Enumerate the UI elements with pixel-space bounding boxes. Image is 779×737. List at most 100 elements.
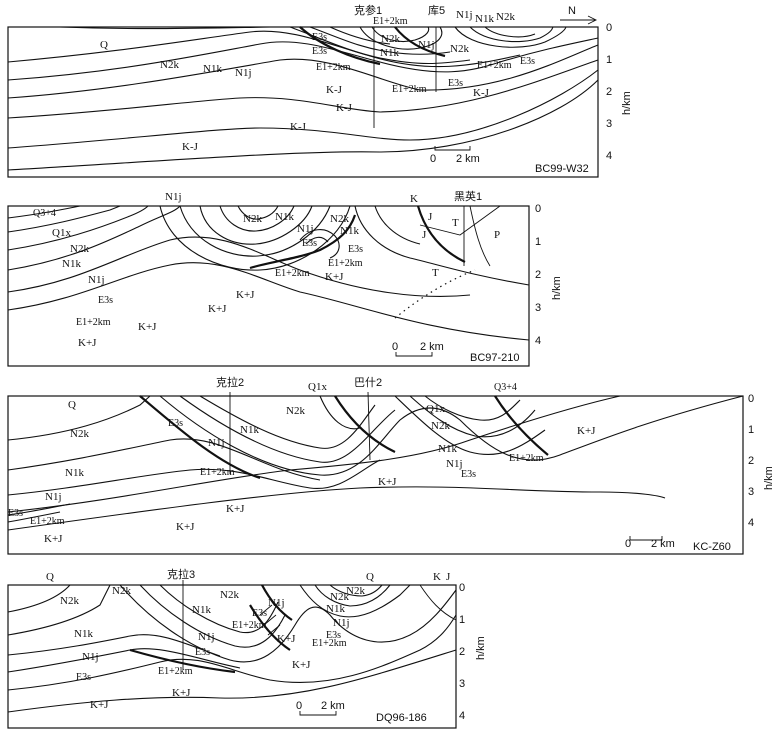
svg-text:N2k: N2k [70, 428, 89, 440]
svg-text:K+J: K+J [277, 633, 296, 645]
section-frame [7, 584, 457, 729]
label-N1j: N1j [418, 39, 435, 51]
svg-text:N1j: N1j [208, 437, 225, 449]
label-KJ: K-J [290, 121, 307, 133]
svg-text:T: T [432, 267, 439, 279]
svg-text:1: 1 [459, 614, 465, 626]
svg-text:N1k: N1k [62, 258, 81, 270]
svg-text:0: 0 [748, 393, 754, 405]
svg-text:K+J: K+J [78, 337, 97, 349]
svg-text:2 km: 2 km [321, 700, 345, 712]
svg-text:E1+2km: E1+2km [232, 620, 267, 631]
label-E12km: E1+2km [373, 16, 408, 27]
svg-text:3: 3 [748, 486, 754, 498]
svg-text:0: 0 [296, 700, 302, 712]
scale-bar [629, 536, 663, 541]
label-N1k: N1k [475, 13, 494, 25]
svg-text:E1+2km: E1+2km [509, 453, 544, 464]
svg-text:h/km: h/km [475, 636, 487, 660]
svg-text:N1j: N1j [45, 491, 62, 503]
svg-text:2 km: 2 km [420, 341, 444, 353]
label-N2k: N2k [450, 43, 469, 55]
svg-text:4: 4 [748, 517, 754, 529]
label-N2k: N2k [496, 11, 515, 23]
svg-text:P: P [494, 229, 500, 241]
svg-text:N2k: N2k [346, 585, 365, 597]
svg-text:2: 2 [748, 455, 754, 467]
svg-text:E3s: E3s [348, 244, 363, 255]
svg-text:3: 3 [459, 678, 465, 690]
svg-text:h/km: h/km [763, 466, 775, 490]
svg-text:N2k: N2k [431, 420, 450, 432]
svg-text:N1j: N1j [268, 597, 285, 609]
svg-text:N2k: N2k [330, 213, 349, 225]
svg-text:K+J: K+J [378, 476, 397, 488]
depth-axis-label: h/km [621, 91, 633, 115]
svg-text:E3s: E3s [195, 647, 210, 658]
svg-text:N1j: N1j [88, 274, 105, 286]
section-name: BC99-W32 [535, 163, 589, 175]
svg-text:N1k: N1k [326, 603, 345, 615]
svg-text:Q1x: Q1x [426, 403, 445, 415]
svg-text:0: 0 [392, 341, 398, 353]
label-E12km: E1+2km [477, 60, 512, 71]
svg-text:N1k: N1k [192, 604, 211, 616]
svg-text:E1+2km: E1+2km [328, 258, 363, 269]
svg-text:E3s: E3s [252, 608, 267, 619]
svg-text:N1k: N1k [65, 467, 84, 479]
svg-text:K+J: K+J [176, 521, 195, 533]
svg-text:N2k: N2k [70, 243, 89, 255]
svg-text:E1+2km: E1+2km [158, 666, 193, 677]
section-frame [7, 395, 744, 555]
svg-text:h/km: h/km [551, 276, 563, 300]
svg-text:K+J: K+J [226, 503, 245, 515]
svg-text:2: 2 [535, 269, 541, 281]
svg-text:E1+2km: E1+2km [312, 638, 347, 649]
north-arrow-label: N [568, 5, 576, 17]
svg-text:N1j: N1j [165, 191, 182, 203]
svg-text:K+J: K+J [325, 271, 344, 283]
svg-text:3: 3 [535, 302, 541, 314]
svg-text:Q: Q [366, 571, 374, 583]
section-name: BC97-210 [470, 352, 520, 364]
svg-text:N2k: N2k [60, 595, 79, 607]
label-N2k: N2k [381, 33, 400, 45]
svg-text:N2k: N2k [330, 591, 349, 603]
section-frame [7, 26, 599, 178]
label-E3s: E3s [520, 56, 535, 67]
svg-text:Q1x: Q1x [52, 227, 71, 239]
svg-text:N1k: N1k [275, 211, 294, 223]
svg-text:N1j: N1j [297, 223, 314, 235]
svg-text:2: 2 [459, 646, 465, 658]
svg-text:K+J: K+J [236, 289, 255, 301]
section-bc99-w32: Q N2k N1k N1j E3s E1+2km K-J K-J K-J K-J… [7, 3, 633, 178]
well-label: 克拉3 [167, 567, 195, 581]
svg-text:N2k: N2k [112, 585, 131, 597]
svg-text:0: 0 [535, 203, 541, 215]
label-N1k: N1k [380, 47, 399, 59]
label-KJ: K-J [326, 84, 343, 96]
svg-text:K: K [433, 571, 441, 583]
svg-text:K+J: K+J [577, 425, 596, 437]
label-E3s: E3s [312, 32, 327, 43]
svg-text:0: 0 [606, 22, 612, 34]
svg-text:N1j: N1j [198, 631, 215, 643]
section-name: KC-Z60 [693, 541, 731, 553]
svg-text:N1k: N1k [74, 628, 93, 640]
well-label: 库5 [428, 4, 445, 17]
well-label: 克参1 [354, 3, 382, 17]
svg-text:E1+2km: E1+2km [76, 317, 111, 328]
svg-text:Q3+4: Q3+4 [494, 382, 517, 393]
label-N1j: N1j [235, 67, 252, 79]
svg-text:N2k: N2k [220, 589, 239, 601]
svg-text:K+J: K+J [292, 659, 311, 671]
svg-text:4: 4 [535, 335, 541, 347]
svg-text:4: 4 [606, 150, 612, 162]
svg-text:E3s: E3s [8, 508, 23, 519]
section-name: DQ96-186 [376, 712, 427, 724]
label-E3s: E3s [312, 46, 327, 57]
label-KJ: K-J [336, 102, 353, 114]
label-E3s: E3s [448, 78, 463, 89]
svg-text:K+J: K+J [90, 699, 109, 711]
svg-text:N1k: N1k [438, 443, 457, 455]
